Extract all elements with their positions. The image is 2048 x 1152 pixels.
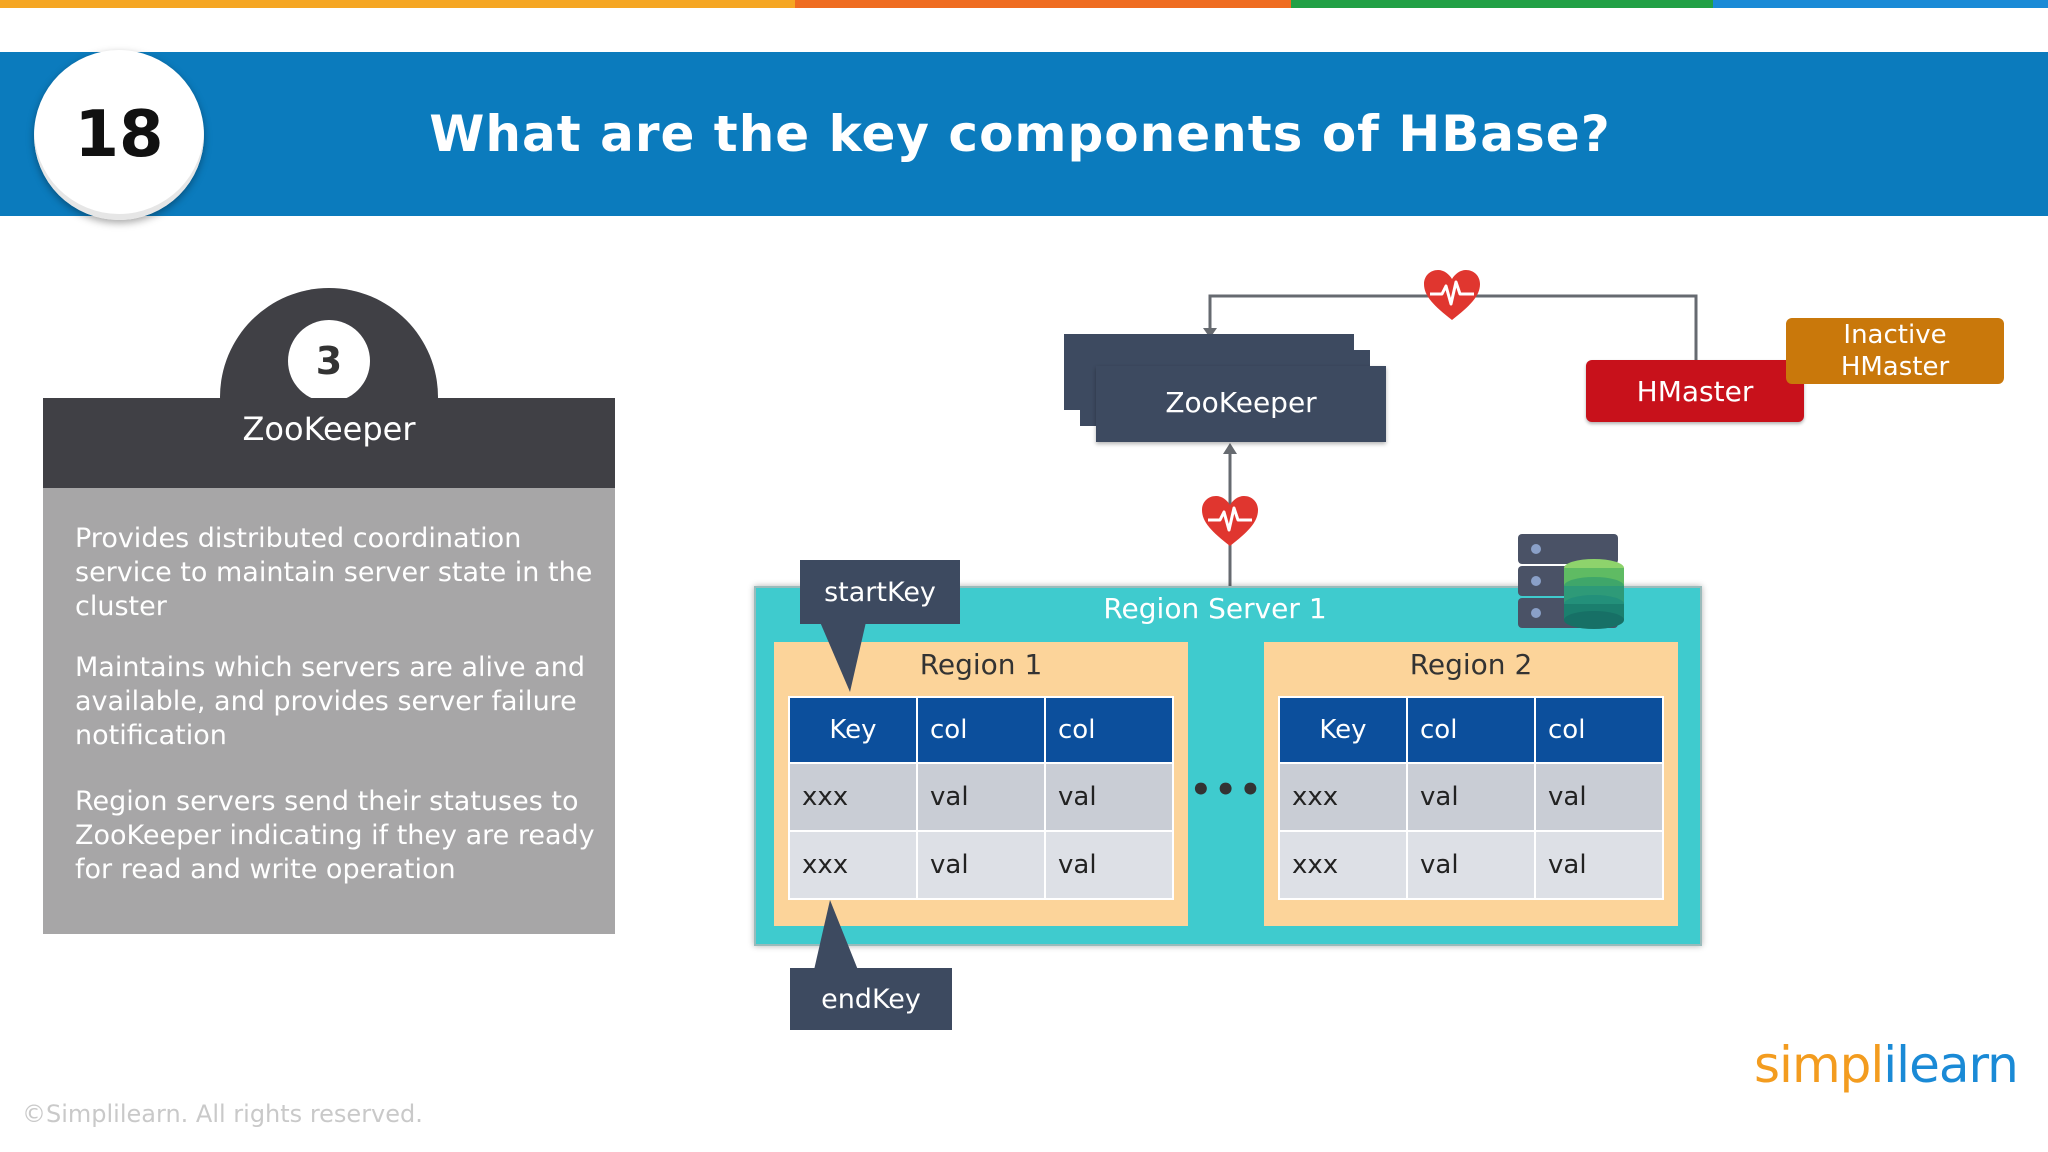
inactive-hmaster-label: Inactive HMaster xyxy=(1840,320,1950,382)
arrowhead-down xyxy=(1203,328,1217,338)
table-header-key: Key xyxy=(1280,698,1406,762)
question-number: 18 xyxy=(74,98,164,172)
zookeeper-box xyxy=(1096,366,1386,442)
end-key-pointer xyxy=(814,900,858,970)
table-header-col: col xyxy=(1046,698,1172,762)
color-strip-orange xyxy=(0,0,795,8)
panel-paragraph-1: Provides distributed coordination servic… xyxy=(75,523,593,622)
color-strip-green xyxy=(1291,0,1713,8)
region-2-title: Region 2 xyxy=(1409,648,1533,681)
table-cell: val xyxy=(918,832,1044,898)
slide-title: What are the key components of HBase? xyxy=(429,105,1611,163)
question-number-badge: 18 xyxy=(34,50,204,220)
hmaster-box: HMaster xyxy=(1586,360,1804,422)
zookeeper-label: ZooKeeper xyxy=(1165,386,1317,419)
inactive-hmaster-box: Inactive HMaster xyxy=(1786,318,2004,384)
color-strip-darkorange xyxy=(795,0,1291,8)
region-1-title: Region 1 xyxy=(919,648,1043,681)
panel-paragraph-2: Maintains which servers are alive and av… xyxy=(75,652,585,751)
step-number-badge: 3 xyxy=(288,320,370,402)
table-cell: xxx xyxy=(1280,832,1406,898)
simplilearn-logo: simplilearn xyxy=(1754,1036,2019,1094)
table-cell: val xyxy=(1536,764,1662,830)
table-cell: val xyxy=(1536,832,1662,898)
end-key-callout: endKey xyxy=(790,968,952,1030)
heartbeat-icon xyxy=(1424,270,1480,320)
table-cell: val xyxy=(1408,764,1534,830)
start-key-callout: startKey xyxy=(800,560,960,624)
logo-part-2: ilearn xyxy=(1883,1036,2019,1094)
table-cell: xxx xyxy=(790,832,916,898)
arrowhead-up xyxy=(1223,443,1237,454)
table-cell: val xyxy=(1046,832,1172,898)
start-key-pointer xyxy=(820,622,866,692)
hmaster-label: HMaster xyxy=(1636,374,1754,408)
table-header-key: Key xyxy=(790,698,916,762)
region-server-label: Region Server 1 xyxy=(1103,592,1327,625)
heartbeat-icon xyxy=(1202,496,1258,546)
table-header-col: col xyxy=(1408,698,1534,762)
header-bar xyxy=(0,52,2048,216)
table-header-col: col xyxy=(918,698,1044,762)
table-cell: val xyxy=(1408,832,1534,898)
panel-header xyxy=(43,398,615,488)
server-database-icon xyxy=(1518,534,1624,629)
region-2-table: Key col col xxx val val xxx val val xyxy=(1278,696,1664,900)
panel-paragraph-3: Region servers send their statuses to Zo… xyxy=(75,786,595,885)
panel-title: ZooKeeper xyxy=(242,410,416,448)
table-cell: val xyxy=(918,764,1044,830)
step-number: 3 xyxy=(315,339,343,383)
color-strip-blue xyxy=(1713,0,2048,8)
end-key-label: endKey xyxy=(821,983,921,1015)
logo-part-1: simpl xyxy=(1754,1036,1884,1094)
table-cell: xxx xyxy=(1280,764,1406,830)
region-1-table: Key col col xxx val val xxx val val xyxy=(788,696,1174,900)
table-header-col: col xyxy=(1536,698,1662,762)
panel-body xyxy=(43,488,615,934)
start-key-label: startKey xyxy=(824,576,936,608)
copyright-text: ©Simplilearn. All rights reserved. xyxy=(22,1100,423,1128)
table-cell: xxx xyxy=(790,764,916,830)
table-cell: val xyxy=(1046,764,1172,830)
